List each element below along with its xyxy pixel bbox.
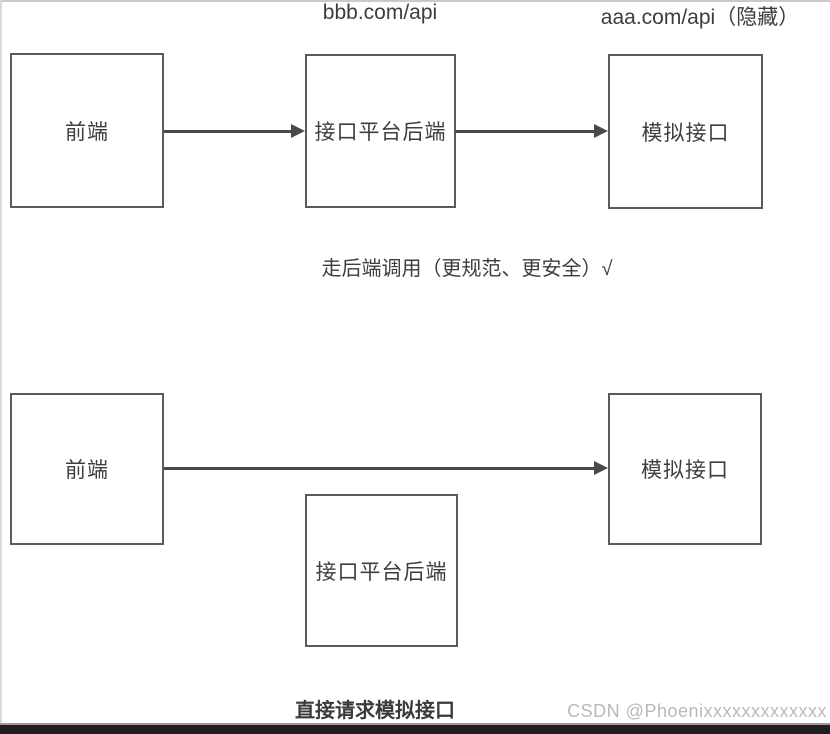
top-platform-backend-box: 接口平台后端 [305,54,456,208]
arrow-shaft [164,467,597,470]
arrow-shaft [455,130,597,133]
url-label-mock-hidden: aaa.com/api（隐藏） [600,6,800,29]
top-frontend-box: 前端 [10,53,164,208]
top-diagram-caption: 走后端调用（更规范、更安全）√ [321,258,613,280]
bottom-diagram-caption: 直接请求模拟接口 [295,700,455,722]
bottom-platform-backend-box: 接口平台后端 [305,494,458,647]
arrow-right-icon [291,124,305,138]
top-divider [0,0,830,2]
bottom-frontend-box: 前端 [10,393,164,545]
arrow-right-icon [594,461,608,475]
arrow-frontend-to-mock-direct [164,461,608,475]
csdn-watermark: CSDN @Phoenixxxxxxxxxxxxx [567,701,827,721]
arrow-right-icon [594,124,608,138]
arrow-frontend-to-platform [164,124,305,138]
bottom-frontend-label: 前端 [65,459,109,482]
left-divider [0,0,2,734]
arrow-platform-to-mock [455,124,608,138]
bottom-bar [0,725,830,734]
top-frontend-label: 前端 [65,120,109,144]
arrow-shaft [164,130,294,133]
top-mock-api-box: 模拟接口 [608,54,763,209]
top-platform-backend-label: 接口平台后端 [314,121,447,144]
bottom-mock-api-label: 模拟接口 [641,459,729,482]
bottom-divider [0,723,830,725]
url-label-backend: bbb.com/api [322,1,438,24]
bottom-mock-api-box: 模拟接口 [608,393,762,545]
top-mock-api-label: 模拟接口 [641,121,730,145]
bottom-platform-backend-label: 接口平台后端 [315,560,448,584]
